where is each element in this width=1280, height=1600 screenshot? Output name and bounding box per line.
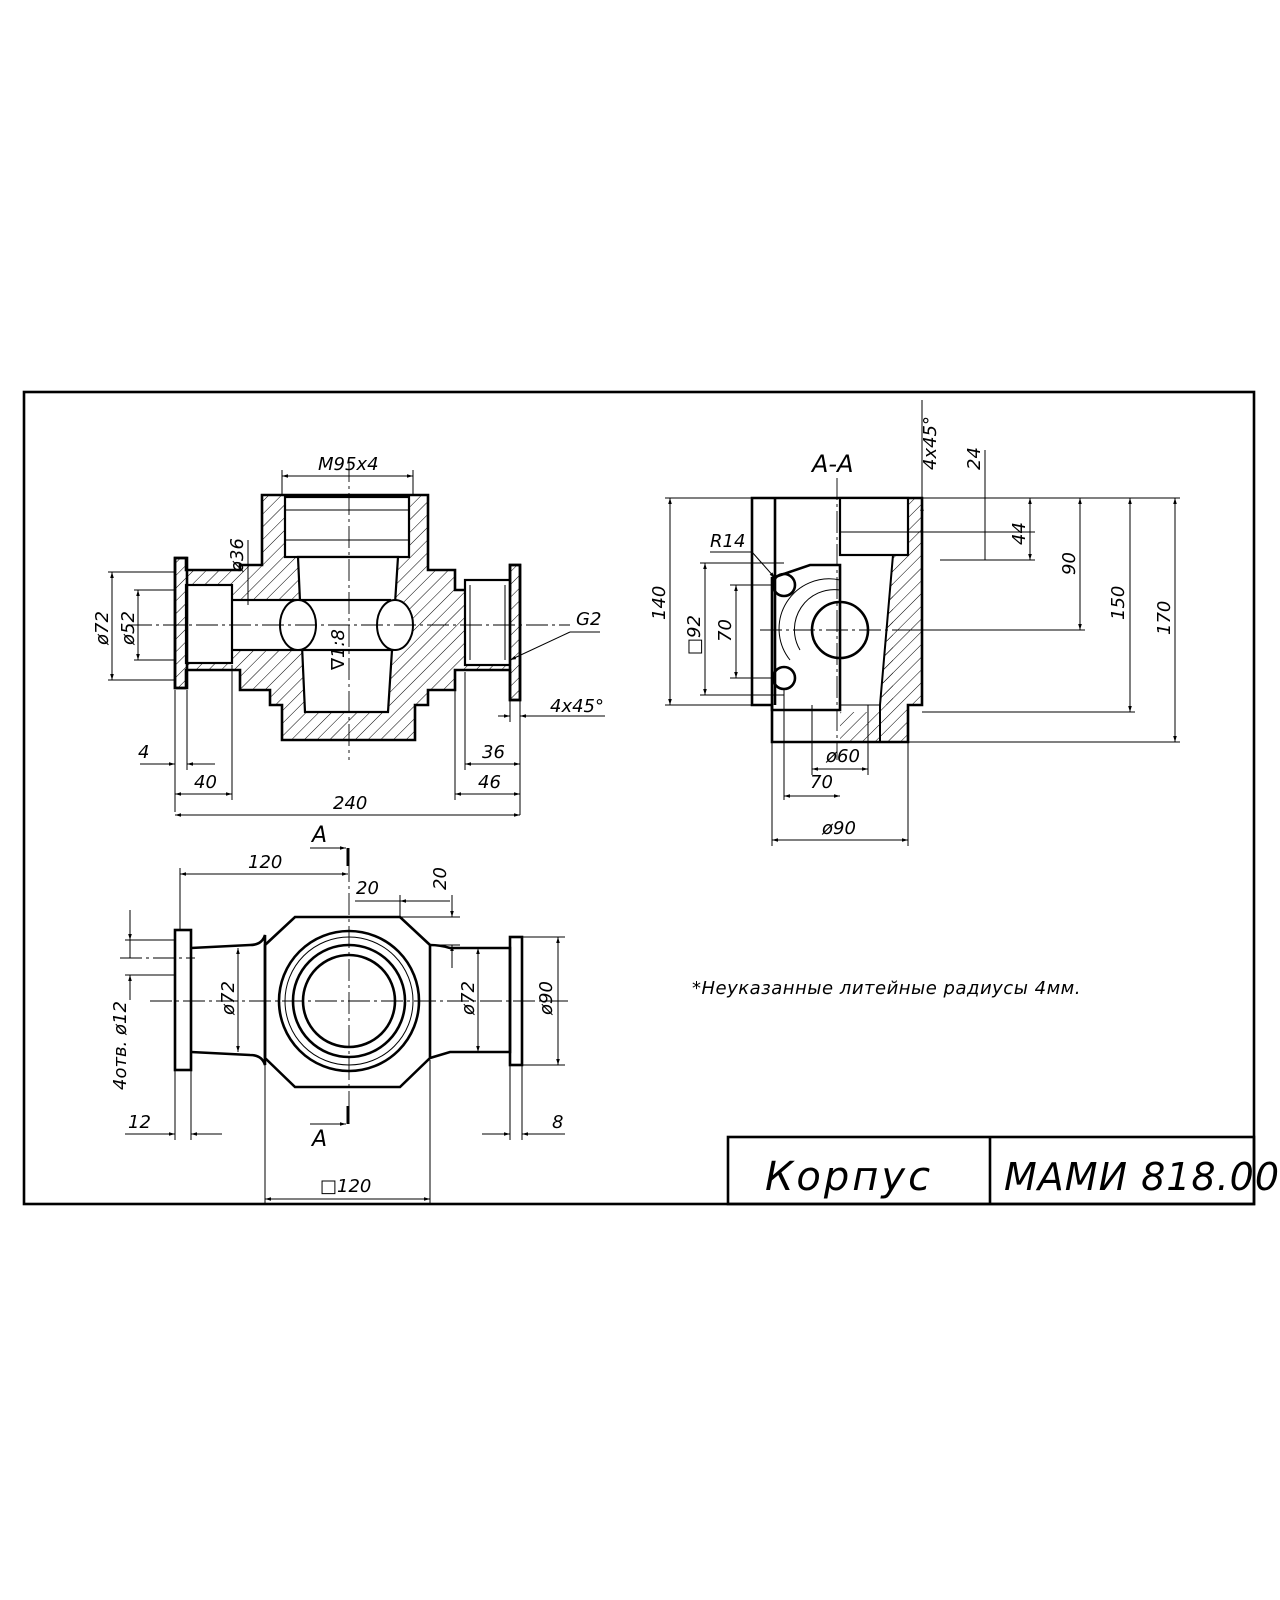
dim-d72-top-left: ø72 <box>218 981 239 1016</box>
dim-44: 44 <box>1009 522 1030 545</box>
dim-m95x4: M95x4 <box>318 454 379 475</box>
dim-d60: ø60 <box>825 746 860 767</box>
dim-240: 240 <box>333 793 367 814</box>
dim-sq92: □92 <box>684 615 705 655</box>
casting-radius-note: *Неуказанные литейные радиусы 4мм. <box>692 978 1081 999</box>
title-block: Корпус МАМИ 818.001 <box>726 1135 1280 1206</box>
dim-70-horizontal: 70 <box>810 772 833 793</box>
dim-120: 120 <box>248 852 282 873</box>
section-label: А-А <box>810 450 854 478</box>
dim-d72-left: ø72 <box>92 611 113 646</box>
dim-chamfer-section: 4x45° <box>920 416 941 470</box>
dim-90-section: 90 <box>1059 552 1080 575</box>
dim-d90-section: ø90 <box>821 818 856 839</box>
dim-8: 8 <box>552 1112 563 1133</box>
dim-36: 36 <box>482 742 505 763</box>
front-view <box>130 460 570 760</box>
dim-70-vertical: 70 <box>715 619 736 642</box>
dim-40: 40 <box>194 772 217 793</box>
drawing-frame <box>22 390 1256 1206</box>
top-view: А А <box>120 823 570 1152</box>
dim-4-holes-d12: 4отв. ø12 <box>110 1001 131 1090</box>
dim-20-horizontal: 20 <box>356 878 379 899</box>
dim-g2: G2 <box>576 609 601 630</box>
dim-46: 46 <box>478 772 501 793</box>
dim-slope-1-8: ∇1:8 <box>328 629 349 671</box>
front-view-dimensions: M95x4 ø36 ø72 ø52 ∇1:8 G2 4x45° 4 40 36 <box>92 454 605 817</box>
dim-chamfer-front: 4x45° <box>550 696 604 717</box>
dim-d36: ø36 <box>227 538 248 573</box>
dim-d52: ø52 <box>118 611 139 646</box>
dim-150: 150 <box>1108 586 1129 620</box>
part-name: Корпус <box>765 1154 933 1200</box>
cut-mark-top: А <box>310 823 327 848</box>
dim-12: 12 <box>128 1112 151 1133</box>
dim-24: 24 <box>964 447 985 470</box>
drawing-code: МАМИ 818.001 <box>1004 1155 1280 1199</box>
dim-sq120: □120 <box>320 1176 371 1197</box>
cut-mark-bottom: А <box>310 1127 327 1152</box>
section-hatch <box>840 555 893 742</box>
dim-140: 140 <box>649 586 670 620</box>
section-dimensions: 4x45° 24 44 90 150 170 140 □92 70 R14 <box>649 400 1180 846</box>
section-a-a-view: А-А <box>750 450 924 760</box>
top-view-dimensions: 120 20 20 4отв. ø12 ø72 ø72 ø90 12 8 <box>110 852 565 1205</box>
dim-d90-top: ø90 <box>536 981 557 1016</box>
top-view-central-body <box>263 915 432 1089</box>
dim-170: 170 <box>1154 601 1175 635</box>
dim-d72-top-right: ø72 <box>458 981 479 1016</box>
dim-r14: R14 <box>710 531 745 552</box>
dim-4: 4 <box>138 742 149 763</box>
dim-20-vertical: 20 <box>430 867 451 890</box>
